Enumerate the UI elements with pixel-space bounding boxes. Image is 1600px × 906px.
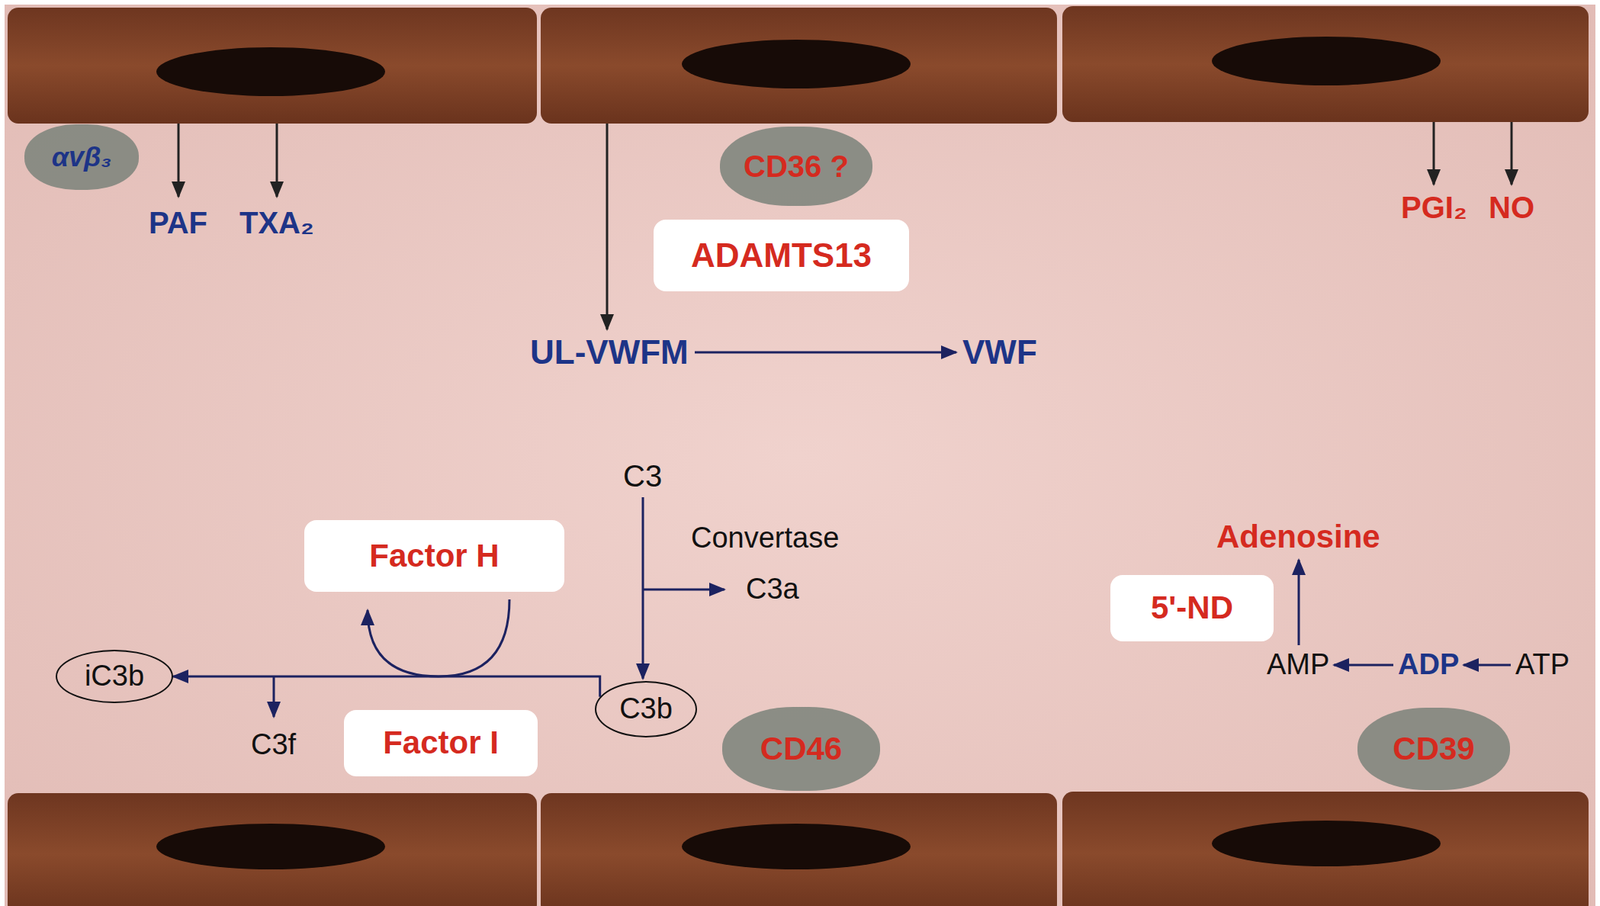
release-arrows — [178, 122, 1512, 330]
node-text: αvβ₃ — [51, 141, 113, 173]
pathway-label: PGI₂ — [1400, 189, 1468, 225]
lumen — [4, 4, 1596, 906]
product-ellipse: iC3b — [55, 649, 174, 704]
node-text: CD39 — [1392, 730, 1475, 768]
pathway-label: Convertase — [690, 521, 839, 556]
pathway-label: C3f — [250, 728, 296, 762]
pathway-label: TXA₂ — [239, 205, 315, 241]
node-text: CD46 — [760, 730, 842, 768]
enzyme-box: 5'-ND — [1110, 575, 1274, 642]
node-text: C3b — [619, 692, 673, 727]
node-text: ADAMTS13 — [690, 236, 872, 276]
node-text: CD36 ? — [743, 148, 849, 184]
pathway-label: AMP — [1266, 648, 1330, 682]
integrin-blob: αvβ₃ — [24, 124, 139, 190]
node-text: Factor I — [382, 724, 499, 762]
pathway-label: C3 — [623, 458, 662, 494]
product-ellipse: C3b — [594, 681, 698, 738]
node-text: Factor H — [369, 537, 499, 575]
pathway-label: ATP — [1515, 648, 1570, 682]
receptor-blob: CD46 — [722, 706, 881, 791]
receptor-blob: CD36 ? — [719, 126, 873, 206]
pathway-label: PAF — [148, 205, 208, 241]
pathway-label: NO — [1488, 189, 1535, 225]
node-text: iC3b — [84, 659, 145, 694]
pathway-label: C3a — [745, 572, 800, 607]
endothelial-cells — [7, 6, 1589, 906]
receptor-blob: CD39 — [1357, 707, 1511, 791]
enzyme-box: ADAMTS13 — [653, 219, 910, 292]
factor-box: Factor I — [343, 710, 538, 777]
pathway-label: ADP — [1397, 648, 1459, 682]
cleavage-connector — [173, 676, 601, 698]
pathway-label: UL-VWFM — [530, 333, 689, 373]
factor-box: Factor H — [304, 520, 565, 592]
pathway-label: Adenosine — [1216, 518, 1381, 556]
pathway-label: VWF — [962, 333, 1038, 373]
node-text: 5'-ND — [1150, 589, 1234, 627]
nuclei — [156, 36, 1441, 870]
pathway-arrows — [273, 352, 1511, 717]
